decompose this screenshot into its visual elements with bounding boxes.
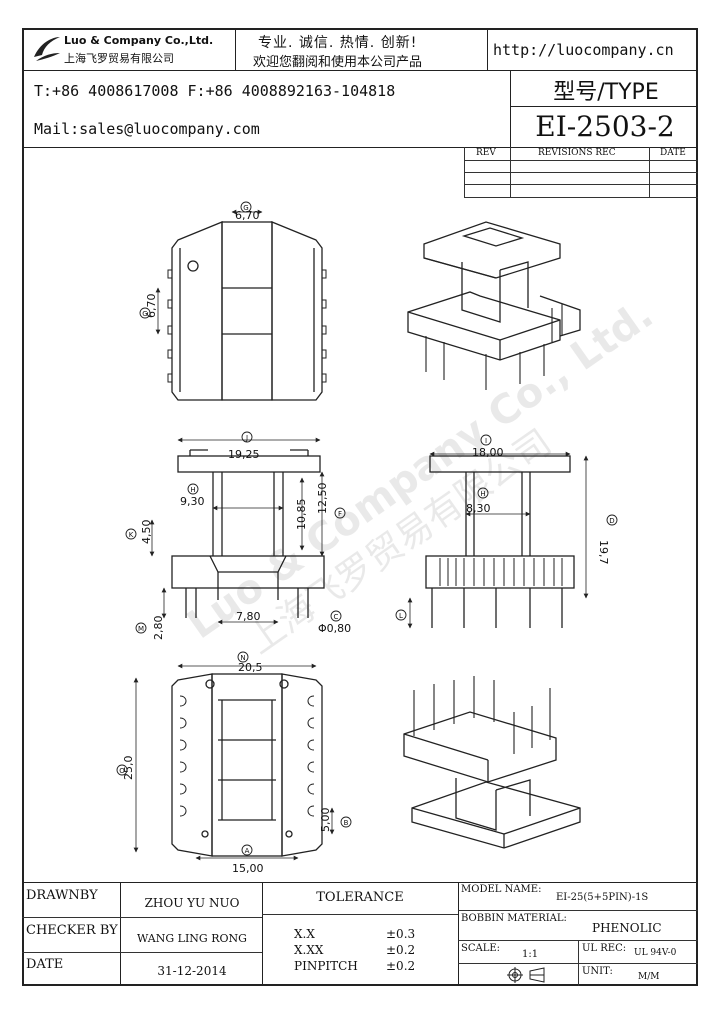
unit-value: M/M — [638, 972, 660, 982]
marker-d: D — [609, 517, 614, 525]
iso-view-top — [407, 221, 581, 390]
rev-grid — [464, 184, 698, 185]
tol-xxx-value: ±0.2 — [386, 943, 416, 957]
type-divider — [510, 70, 511, 148]
iso-view-bottom — [403, 676, 581, 849]
model-label: MODEL NAME: — [461, 884, 542, 895]
date-label: DATE — [26, 957, 64, 972]
dim-bottom-width: 20,5 — [238, 661, 263, 674]
marker-j: J — [245, 434, 248, 442]
scale-value: 1:1 — [522, 949, 539, 960]
rev-grid — [464, 197, 698, 198]
rev-grid — [464, 172, 698, 173]
drawnby-value: ZHOU YU NUO — [144, 896, 240, 910]
ulrec-label: UL REC: — [582, 943, 627, 954]
bobbin-label: BOBBIN MATERIAL: — [461, 913, 567, 924]
phone-fax: T:+86 4008617008 F:+86 4008892163-104818 — [34, 82, 396, 100]
marker-l: L — [399, 612, 403, 620]
dim-bottom-pitch: 5,00 — [319, 808, 332, 833]
tb-row — [458, 910, 698, 911]
dim-front-inner: 9,30 — [180, 495, 205, 508]
marker-c: C — [334, 613, 339, 621]
marker-m: M — [138, 625, 144, 633]
slogan-line1: 专业. 诚信. 热情. 创新! — [258, 35, 418, 51]
website-link[interactable]: http://luocompany.cn — [493, 41, 674, 59]
front-view — [149, 437, 325, 625]
marker-h: H — [190, 486, 195, 494]
checker-value: WANG LING RONG — [137, 932, 247, 945]
dim-top-height: 6,70 — [145, 294, 158, 319]
rev-col-header: REV — [476, 148, 496, 158]
dim-front-pitch: 7,80 — [236, 610, 261, 623]
technical-drawing: Luo & Company Co., Ltd. 上海飞罗贸易有限公司 — [116, 201, 662, 875]
mail-address[interactable]: Mail:sales@luocompany.com — [34, 120, 260, 138]
tb-row — [22, 952, 262, 953]
tb-divider — [120, 882, 121, 986]
dim-top-width: 6,70 — [235, 209, 260, 222]
title-block-top — [22, 882, 698, 883]
drawing-frame — [22, 28, 698, 986]
marker-f: F — [338, 510, 342, 518]
date-value: 31-12-2014 — [157, 964, 227, 978]
scale-label: SCALE: — [461, 943, 501, 954]
dim-side-inner: 8,30 — [466, 502, 491, 515]
side-view — [407, 451, 589, 629]
type-value: EI-2503-2 — [535, 110, 675, 143]
dim-front-k: 4,50 — [140, 520, 153, 545]
tol-xxx-label: X.XX — [294, 943, 324, 957]
company-name-en: Luo & Company Co.,Ltd. — [64, 34, 214, 47]
tol-xx-value: ±0.3 — [386, 927, 416, 941]
model-value: EI-25(5+5PIN)-1S — [556, 892, 649, 903]
dim-front-pin: Φ0,80 — [318, 622, 351, 635]
bottom-view — [133, 663, 335, 861]
tb-divider — [262, 882, 263, 986]
tb-row — [22, 917, 262, 918]
marker-k: K — [129, 531, 134, 539]
tb-row — [262, 914, 458, 915]
drawnby-label: DRAWNBY — [26, 888, 98, 903]
tolerance-label: TOLERANCE — [316, 890, 404, 905]
marker-h2: H — [480, 490, 485, 498]
checker-label: CHECKER BY — [26, 923, 118, 938]
top-view — [155, 209, 327, 401]
tol-pin-label: PINPITCH — [294, 959, 358, 973]
dim-front-h2: 12,50 — [316, 483, 329, 515]
rec-col-header: REVISIONS REC — [538, 148, 616, 158]
dim-side-height: 19,7 — [597, 540, 610, 565]
tb-divider — [458, 882, 459, 986]
tol-xx-label: X.X — [294, 927, 315, 941]
type-label: 型号/TYPE — [553, 80, 659, 105]
marker-g2: G — [142, 310, 147, 318]
dim-front-m: 2,80 — [152, 616, 165, 641]
watermark: Luo & Company Co., Ltd. 上海飞罗贸易有限公司 — [179, 291, 661, 662]
dim-side-width: 18,00 — [472, 446, 504, 459]
marker-i: I — [485, 437, 487, 445]
slogan-line2: 欢迎您翻阅和使用本公司产品 — [253, 55, 423, 70]
ulrec-value: UL 94V-0 — [634, 948, 677, 958]
dim-bottom-span: 15,00 — [232, 862, 264, 875]
marker-b: B — [344, 819, 349, 827]
marker-a: A — [245, 847, 250, 855]
company-name-cn: 上海飞罗贸易有限公司 — [64, 52, 174, 65]
header-divider — [487, 28, 488, 71]
header-bottom-rule — [22, 147, 698, 148]
dim-front-h1: 10,85 — [295, 499, 308, 531]
rev-grid — [464, 160, 698, 161]
header-rule — [22, 70, 698, 71]
company-logo-icon — [34, 37, 60, 61]
projection-symbol-icon — [507, 967, 545, 983]
unit-label: UNIT: — [582, 966, 613, 977]
date-col-header: DATE — [660, 148, 686, 158]
header-divider — [235, 28, 236, 71]
marker-g: G — [243, 204, 248, 212]
dim-front-width: 19,25 — [228, 448, 260, 461]
bobbin-value: PHENOLIC — [592, 921, 662, 935]
tol-pin-value: ±0.2 — [386, 959, 416, 973]
marker-o: O — [119, 767, 125, 775]
type-rule — [510, 106, 698, 107]
marker-n: N — [240, 654, 245, 662]
svg-text:Luo & Company Co., Ltd.: Luo & Company Co., Ltd. — [179, 291, 661, 648]
tb-divider — [578, 940, 579, 986]
